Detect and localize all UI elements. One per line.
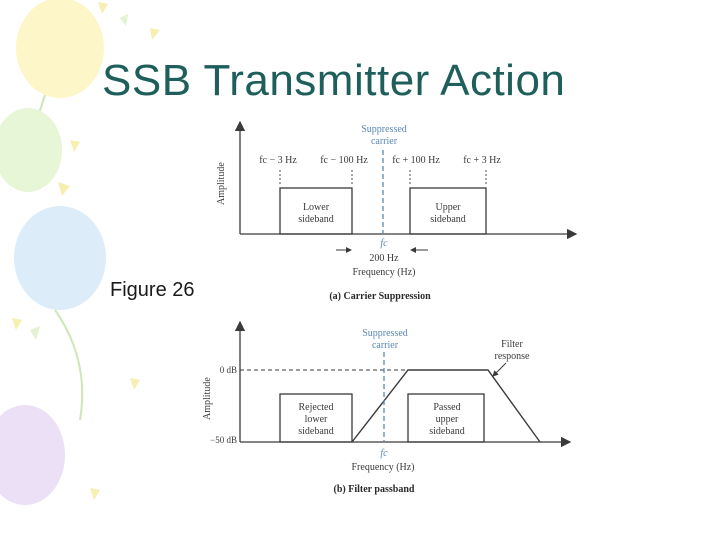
lower-sideband-label-2: sideband [298, 214, 334, 225]
lower-sideband-box [279, 187, 353, 235]
level-top-label: 0 dB [220, 365, 237, 375]
filter-response-curve [351, 369, 541, 443]
carrier-label-a-2: carrier [371, 136, 398, 147]
y-axis-label-a: Amplitude [216, 162, 227, 205]
freq-label-2: fc − 100 Hz [320, 155, 368, 166]
balloon-green-icon [0, 108, 62, 192]
filter-response-label-1: Filter [501, 339, 523, 350]
upper-sideband-label-1: Upper [436, 202, 462, 213]
figure-label: Figure 26 [110, 279, 195, 301]
freq-label-4: fc + 3 Hz [463, 155, 501, 166]
gap-label: 200 Hz [369, 253, 399, 264]
filter-passband-diagram: Amplitude 0 dB −50 dB Suppressed carrier… [202, 320, 572, 495]
freq-label-3: fc + 100 Hz [392, 155, 440, 166]
carrier-suppression-diagram: Amplitude Suppressed carrier fc − 3 Hz f… [216, 120, 578, 302]
fc-label-b: fc [380, 448, 388, 459]
passed-sideband-box [407, 393, 485, 443]
fc-label-a: fc [380, 238, 388, 249]
balloon-purple-icon [0, 405, 65, 505]
upper-sideband-label-2: sideband [430, 214, 466, 225]
x-axis-label-a: Frequency (Hz) [352, 267, 415, 278]
x-axis-label-b: Frequency (Hz) [351, 462, 414, 473]
rejected-label-2: lower [305, 414, 328, 425]
slide-title: SSB Transmitter Action [102, 56, 566, 105]
passed-label-2: upper [436, 414, 459, 425]
caption-b: (b) Filter passband [334, 484, 415, 495]
lower-sideband-label-1: Lower [303, 202, 330, 213]
carrier-label-a-1: Suppressed [361, 124, 407, 135]
rejected-label-3: sideband [298, 426, 334, 437]
passed-label-3: sideband [429, 426, 465, 437]
freq-label-1: fc − 3 Hz [259, 155, 297, 166]
filter-response-pointer [492, 362, 507, 377]
y-axis-label-b: Amplitude [202, 377, 213, 420]
rejected-sideband-box [279, 393, 353, 443]
carrier-label-b-2: carrier [372, 340, 399, 351]
rejected-label-1: Rejected [299, 402, 334, 413]
passed-label-1: Passed [433, 402, 460, 413]
balloon-blue-icon [14, 206, 106, 421]
level-bottom-label: −50 dB [210, 435, 237, 445]
carrier-label-b-1: Suppressed [362, 328, 408, 339]
upper-sideband-box [409, 187, 487, 235]
filter-response-label-2: response [495, 351, 531, 362]
confetti-icon [12, 2, 160, 500]
caption-a: (a) Carrier Suppression [329, 291, 431, 302]
